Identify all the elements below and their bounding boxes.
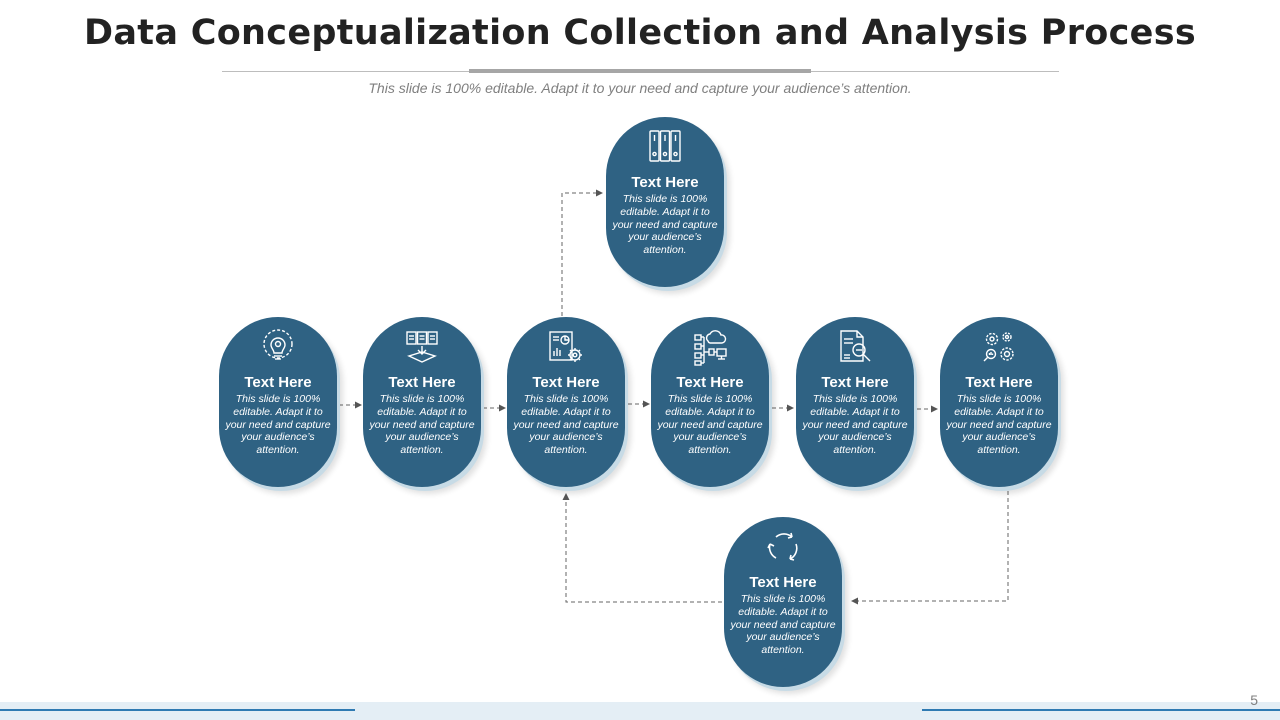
step-title: Text Here: [388, 374, 456, 391]
connector-3-top: [561, 189, 603, 316]
step-title: Text Here: [676, 374, 744, 391]
step-title: Text Here: [631, 174, 699, 191]
process-step-3: Text Here This slide is 100% editable. A…: [507, 317, 625, 487]
gears-analysis-icon: [983, 332, 1014, 362]
step-title: Text Here: [749, 574, 817, 591]
documents-stack-icon: [406, 331, 438, 363]
step-description: This slide is 100% editable. Adapt it to…: [802, 393, 908, 457]
connector-bottom-3: [562, 493, 722, 603]
step-title: Text Here: [532, 374, 600, 391]
step-title: Text Here: [821, 374, 889, 391]
page-number: 5: [1250, 692, 1258, 708]
step-description: This slide is 100% editable. Adapt it to…: [730, 593, 836, 657]
report-chart-gear-icon: [549, 331, 582, 362]
process-step-bottom: Text Here This slide is 100% editable. A…: [724, 517, 842, 687]
process-step-1: Text Here This slide is 100% editable. A…: [219, 317, 337, 487]
step-title: Text Here: [244, 374, 312, 391]
lightbulb-gear-icon: [263, 329, 293, 360]
document-search-icon: [840, 330, 871, 362]
step-description: This slide is 100% editable. Adapt it to…: [369, 393, 475, 457]
slide-subtitle: This slide is 100% editable. Adapt it to…: [368, 80, 912, 96]
binders-icon: [649, 130, 681, 162]
step-description: This slide is 100% editable. Adapt it to…: [513, 393, 619, 457]
footer-accent-right: [922, 709, 1280, 711]
connector-6-bottom: [851, 491, 1009, 605]
step-description: This slide is 100% editable. Adapt it to…: [657, 393, 763, 457]
process-step-5: Text Here This slide is 100% editable. A…: [796, 317, 914, 487]
process-step-6: Text Here This slide is 100% editable. A…: [940, 317, 1058, 487]
cloud-network-icon: [694, 330, 727, 366]
step-title: Text Here: [965, 374, 1033, 391]
step-description: This slide is 100% editable. Adapt it to…: [946, 393, 1052, 457]
slide-title: Data Conceptualization Collection and An…: [84, 13, 1196, 53]
footer-band: [0, 702, 1280, 720]
footer-accent-left: [0, 709, 355, 711]
step-description: This slide is 100% editable. Adapt it to…: [612, 193, 718, 257]
title-divider-accent: [469, 69, 811, 73]
step-description: This slide is 100% editable. Adapt it to…: [225, 393, 331, 457]
process-step-top: Text Here This slide is 100% editable. A…: [606, 117, 724, 287]
cycle-arrows-icon: [767, 532, 798, 561]
process-step-2: Text Here This slide is 100% editable. A…: [363, 317, 481, 487]
process-step-4: Text Here This slide is 100% editable. A…: [651, 317, 769, 487]
